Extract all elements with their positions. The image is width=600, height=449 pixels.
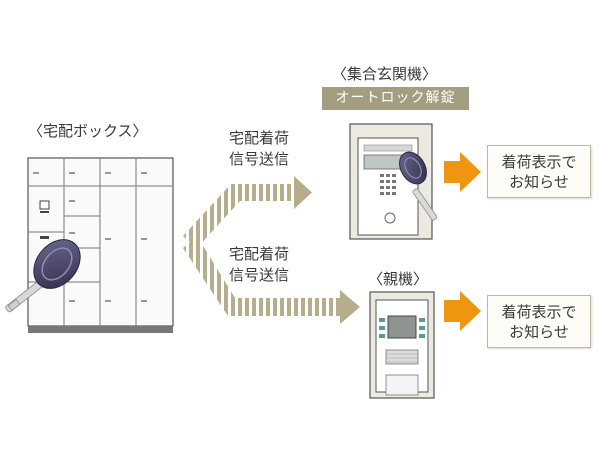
key-icon-entrance xyxy=(399,151,438,221)
locker-panel-icon xyxy=(39,200,50,239)
signal-text-upper-line2: 信号送信 xyxy=(228,150,289,168)
key-icon-locker xyxy=(5,239,81,313)
notice-upper-line2: お知らせ xyxy=(509,172,569,191)
notice-lower-line2: お知らせ xyxy=(509,322,569,341)
signal-arrow-lower xyxy=(183,236,360,324)
signal-arrow-upper xyxy=(183,176,312,248)
master-unit-label: 〈親機〉 xyxy=(368,270,429,288)
signal-text-lower: 宅配着荷 信号送信 xyxy=(214,244,304,286)
notice-upper-line1: 着荷表示で xyxy=(501,152,577,171)
signal-text-lower-line1: 宅配着荷 xyxy=(228,245,289,263)
notice-box-upper: 着荷表示で お知らせ xyxy=(487,145,591,198)
delivery-locker xyxy=(27,157,174,333)
notice-box-lower: 着荷表示で お知らせ xyxy=(487,295,591,348)
signal-text-upper: 宅配着荷 信号送信 xyxy=(214,128,304,170)
orange-arrow-lower xyxy=(444,291,481,331)
orange-arrow-upper xyxy=(444,152,481,192)
notice-lower-line1: 着荷表示で xyxy=(501,302,577,321)
master-unit xyxy=(369,291,435,399)
entrance-unit-label: 〈集合玄関機〉 xyxy=(332,65,438,83)
delivery-box-label: 〈宅配ボックス〉 xyxy=(28,122,148,140)
signal-text-upper-line1: 宅配着荷 xyxy=(228,129,289,147)
signal-text-lower-line2: 信号送信 xyxy=(228,266,289,284)
auto-unlock-badge: オートロック解錠 xyxy=(322,87,469,110)
